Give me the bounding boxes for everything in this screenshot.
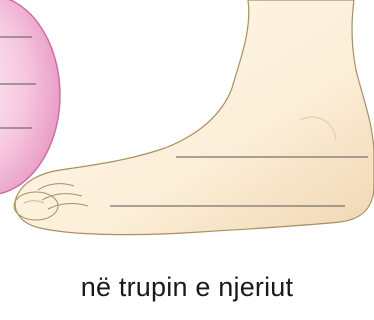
worksheet-illustration xyxy=(0,0,374,260)
pink-sphere-illustration xyxy=(0,0,60,195)
caption-text: në trupin e njeriut xyxy=(0,272,374,303)
foot-illustration xyxy=(14,0,374,235)
